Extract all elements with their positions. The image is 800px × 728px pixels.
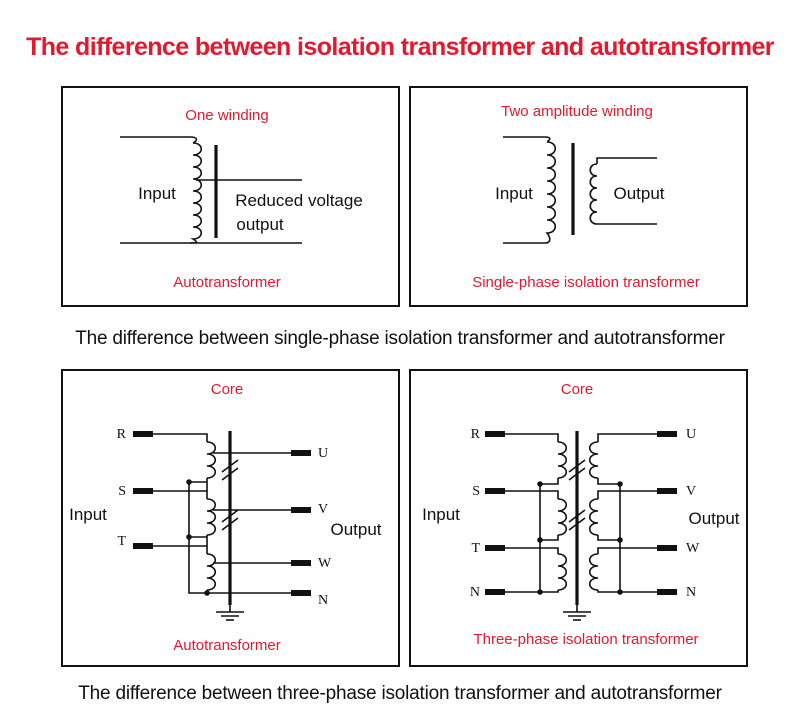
input-label: Input: [495, 184, 533, 203]
output-label-line2: output: [236, 215, 284, 234]
terminal-label-s: S: [118, 484, 126, 499]
terminal-u: [291, 450, 311, 456]
terminal-label-w: W: [686, 541, 700, 556]
junction-dot: [186, 479, 192, 485]
terminal-t: [133, 543, 153, 549]
terminal-r: [485, 431, 505, 437]
terminal-v: [657, 488, 677, 494]
input-label: Input: [138, 184, 176, 203]
terminal-label-r: R: [471, 427, 481, 442]
panel-isolation-single: [409, 86, 748, 307]
panel-footer: Single-phase isolation transformer: [472, 274, 700, 291]
panel-header: Two amplitude winding: [501, 103, 653, 120]
junction-dot: [204, 590, 210, 596]
terminal-label-u: U: [686, 427, 696, 442]
terminal-s: [133, 488, 153, 494]
terminal-n-out: [657, 589, 677, 595]
terminal-r: [133, 431, 153, 437]
junction-dot: [186, 534, 192, 540]
panel-header: Core: [561, 381, 594, 398]
panel-footer: Autotransformer: [173, 637, 281, 654]
junction-dot: [617, 481, 623, 487]
junction-dot: [617, 589, 623, 595]
terminal-s: [485, 488, 505, 494]
terminal-n: [485, 589, 505, 595]
winding-coil: [189, 142, 203, 244]
junction-dot: [537, 589, 543, 595]
junction-dot: [537, 537, 543, 543]
isolation-single-diagram: Two amplitude winding Input Output Singl…: [472, 103, 700, 291]
panel-autotransformer-single: [61, 86, 400, 307]
junction-dot: [537, 481, 543, 487]
isolation-three-diagram: Core R S T N: [422, 381, 740, 648]
output-label: Output: [613, 184, 664, 203]
terminal-u: [657, 431, 677, 437]
secondary-coil-2: [588, 498, 599, 536]
terminal-label-s: S: [472, 484, 480, 499]
terminal-w: [291, 560, 311, 566]
terminal-label-r: R: [117, 427, 127, 442]
input-label: Input: [69, 505, 107, 524]
panel-header: One winding: [185, 107, 268, 124]
secondary-coil-3: [588, 553, 599, 591]
output-label-line1: Reduced voltage: [235, 191, 363, 210]
terminal-t: [485, 545, 505, 551]
autotransformer-three-diagram: Core R S T U V W N: [69, 381, 382, 654]
terminal-label-n: N: [470, 585, 480, 600]
primary-coil: [544, 141, 557, 244]
output-label: Output: [330, 520, 381, 539]
terminal-n: [291, 590, 311, 596]
caption-three-phase: The difference between three-phase isola…: [78, 683, 722, 704]
winding-coil-2: [206, 498, 217, 536]
input-label: Input: [422, 505, 460, 524]
panel-footer: Autotransformer: [173, 274, 281, 291]
terminal-label-t: T: [117, 534, 126, 549]
panel-header: Core: [211, 381, 244, 398]
autotransformer-single-diagram: One winding Input Reduced voltage output…: [120, 107, 363, 291]
primary-coil-3: [557, 553, 568, 591]
terminal-label-n: N: [318, 593, 328, 608]
caption-single-phase: The difference between single-phase isol…: [75, 328, 725, 349]
ground-icon: [216, 605, 244, 621]
page-title: The difference between isolation transfo…: [26, 33, 774, 61]
junction-dot: [617, 537, 623, 543]
terminal-label-v: V: [318, 502, 328, 517]
terminal-label-w: W: [318, 556, 332, 571]
terminal-label-v: V: [686, 484, 696, 499]
output-label: Output: [688, 509, 739, 528]
winding-coil-3: [206, 553, 217, 591]
terminal-label-t: T: [471, 541, 480, 556]
ground-icon: [563, 605, 591, 621]
secondary-coil: [589, 163, 598, 225]
secondary-coil-1: [588, 441, 599, 479]
terminal-label-u: U: [318, 446, 328, 461]
primary-coil-2: [557, 498, 568, 536]
panel-footer: Three-phase isolation transformer: [473, 631, 698, 648]
winding-coil-1: [206, 441, 217, 479]
terminal-w: [657, 545, 677, 551]
terminal-v: [291, 507, 311, 513]
primary-coil-1: [557, 441, 568, 479]
terminal-label-n-out: N: [686, 585, 696, 600]
